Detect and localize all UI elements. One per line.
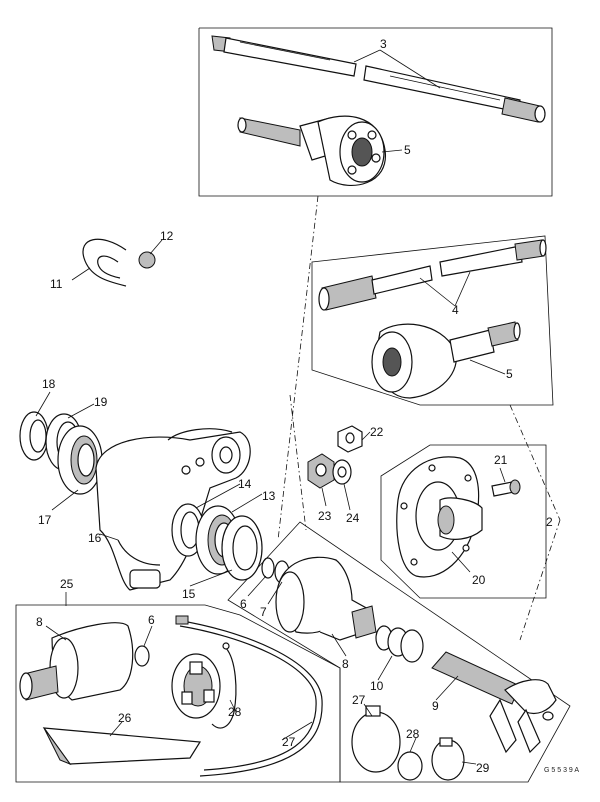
label-part-10: 10 xyxy=(370,679,384,693)
label-part-19: 19 xyxy=(94,395,108,409)
label-part-8: 8 xyxy=(342,657,349,671)
label-part-28-kit: 28 xyxy=(228,705,242,719)
leader-line-right xyxy=(509,404,561,521)
part-8-joint-housing xyxy=(275,556,377,641)
part-15-ring xyxy=(221,515,263,581)
reference-code: G 5 5 3 9 A xyxy=(544,767,579,774)
part-20-drive-flange xyxy=(396,456,483,578)
part-24-washer xyxy=(332,459,352,485)
part-12-nut xyxy=(138,251,156,269)
label-part-3: 3 xyxy=(380,37,387,51)
part-6-circlip xyxy=(261,557,275,579)
label-part-20: 20 xyxy=(472,573,486,587)
kit-25-part-6-circlip xyxy=(134,645,150,667)
frame-shaft-assembly-upper xyxy=(198,27,553,197)
label-part-12: 12 xyxy=(160,229,174,243)
part-21-bolt xyxy=(491,479,521,497)
leader-line-upper xyxy=(277,195,319,541)
label-part-8-kit: 8 xyxy=(36,615,43,629)
label-part-6-kit: 6 xyxy=(148,613,155,627)
label-part-26: 26 xyxy=(118,711,132,725)
label-part-13: 13 xyxy=(262,489,276,503)
label-part-21: 21 xyxy=(494,453,508,467)
part-23-castle-nut xyxy=(307,453,335,489)
label-part-22: 22 xyxy=(370,425,384,439)
part-9-stub-axle xyxy=(431,651,557,754)
label-part-28: 28 xyxy=(406,727,420,741)
label-part-9: 9 xyxy=(432,699,439,713)
label-part-16: 16 xyxy=(88,531,102,545)
label-part-4: 4 xyxy=(452,303,459,317)
label-part-23: 23 xyxy=(318,509,332,523)
leader-line-right-lower xyxy=(519,519,561,641)
part-11-u-bolt xyxy=(82,238,127,287)
part-17-bearing xyxy=(57,425,103,495)
label-part-5-upper: 5 xyxy=(404,143,411,157)
label-part-11: 11 xyxy=(50,277,63,291)
label-part-15: 15 xyxy=(182,587,196,601)
part-5-cv-joint-lower xyxy=(371,321,521,399)
label-part-25: 25 xyxy=(60,577,74,591)
frame-flange xyxy=(380,444,547,599)
part-29-band-clip xyxy=(431,737,465,781)
label-part-27-kit: 27 xyxy=(282,735,296,749)
label-part-2: 2 xyxy=(546,515,553,529)
part-28-small-clip xyxy=(397,751,423,781)
label-part-5-lower: 5 xyxy=(506,367,513,381)
label-part-14: 14 xyxy=(238,477,252,491)
part-5-cv-joint-upper xyxy=(237,115,386,187)
leader-lines xyxy=(35,49,506,765)
part-16-hub-carrier xyxy=(95,428,251,591)
part-labels: 3 5 4 5 2 11 12 18 19 17 16 14 13 15 6 7… xyxy=(36,37,553,775)
label-part-29: 29 xyxy=(476,761,490,775)
kit-25-part-26-grease-sachet xyxy=(42,727,202,766)
label-part-7: 7 xyxy=(260,605,267,619)
frame-boot-kit xyxy=(15,604,341,783)
kit-25-part-28-clip xyxy=(211,642,237,729)
part-22-nut xyxy=(337,425,363,453)
label-part-18: 18 xyxy=(42,377,56,391)
label-part-6: 6 xyxy=(240,597,247,611)
part-3-drive-shaft xyxy=(211,35,546,123)
label-part-24: 24 xyxy=(346,511,360,525)
kit-25-part-8-housing xyxy=(19,622,134,701)
part-10-boot xyxy=(375,625,424,663)
part-27-band-clip xyxy=(351,705,401,773)
label-part-17: 17 xyxy=(38,513,52,527)
kit-25-part-27-strap xyxy=(175,615,323,777)
frame-shaft-assembly-lower xyxy=(311,235,554,406)
label-part-27: 27 xyxy=(352,693,366,707)
part-18-seal xyxy=(19,411,49,461)
part-4-drive-shaft xyxy=(318,239,547,311)
frames xyxy=(15,27,571,783)
leader-line-mid xyxy=(289,394,307,531)
kit-25-cage xyxy=(171,653,221,719)
